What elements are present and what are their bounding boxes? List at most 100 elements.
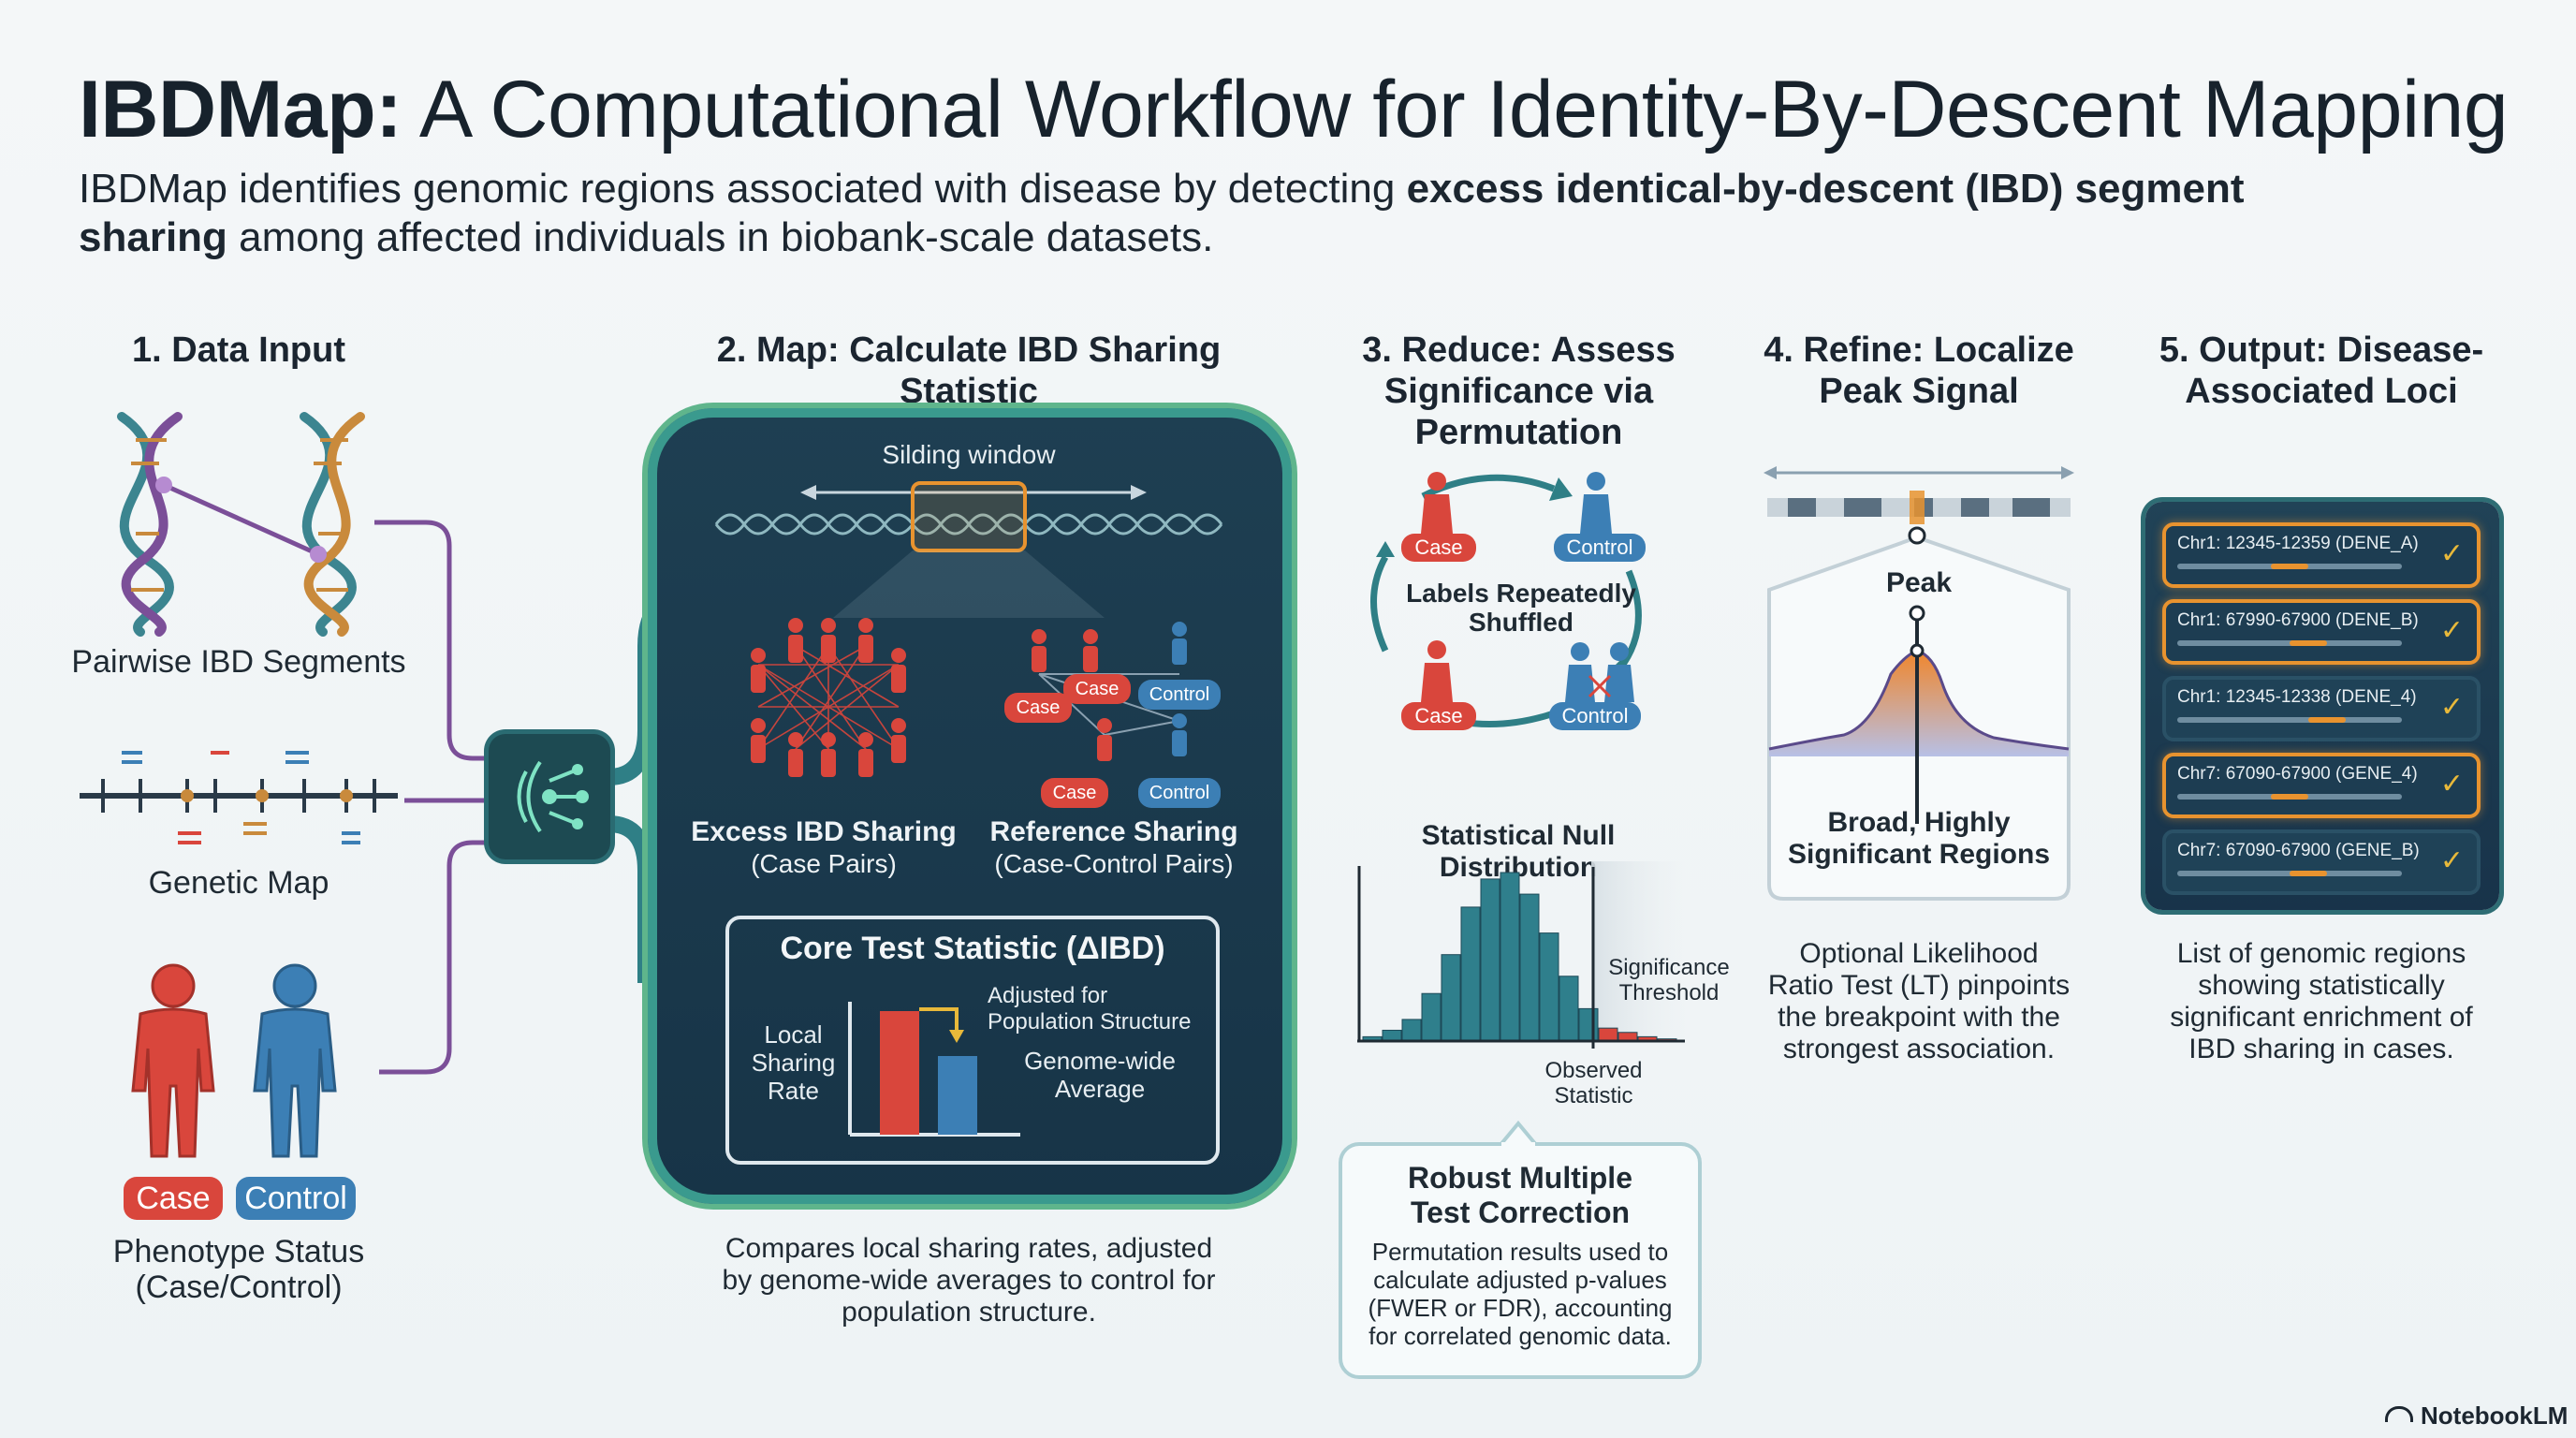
subtitle-post: among affected individuals in biobank-sc…	[227, 214, 1214, 260]
observed-line-1: Observed	[1544, 1058, 1643, 1083]
locus-label: Chr1: 12345-12338 (DENE_4)	[2177, 687, 2417, 707]
stage4-caption-3: the breakpoint with the	[1778, 1002, 2060, 1033]
region-line-2: Significant Regions	[1787, 839, 2051, 870]
stage5-caption-4: IBD sharing in cases.	[2188, 1034, 2454, 1064]
reference-title: Reference Sharing	[989, 816, 1238, 847]
histogram-bar	[1480, 878, 1500, 1042]
stage2-title: 2. Map: Calculate IBD Sharing Statistic	[716, 330, 1222, 411]
control-pill: Control	[236, 1177, 356, 1220]
region-line-1: Broad, Highly	[1827, 807, 2011, 838]
correction-line-3: (FWER or FDR), accounting	[1368, 1294, 1673, 1322]
locus-bar-marker	[2290, 640, 2327, 646]
peak-label: Peak	[1885, 567, 1953, 598]
check-icon: ✓	[2439, 769, 2464, 800]
correction-title-2: Test Correction	[1410, 1196, 1631, 1229]
locus-row: Chr7: 67090-67900 (GENE_B) ✓	[2162, 829, 2481, 895]
check-icon: ✓	[2439, 845, 2464, 876]
stage5-title: 5. Output: Disease-Associated Loci	[2134, 330, 2509, 412]
core-bar-chart	[848, 1002, 1020, 1137]
title-bold: IBDMap:	[79, 65, 402, 154]
ref-control-pill-2: Control	[1138, 778, 1221, 808]
stage3-title-1: 3. Reduce: Assess	[1362, 330, 1676, 370]
case-cluster-icon	[751, 618, 906, 777]
case-pill: Case	[124, 1177, 223, 1220]
dna-helix-icon	[117, 412, 365, 637]
histogram-bar	[1441, 954, 1461, 1042]
phenotype-line-2: (Case/Control)	[135, 1269, 343, 1305]
stage4-title-2: Peak Signal	[1819, 372, 2019, 411]
core-statistic-title: Core Test Statistic (ΔIBD)	[780, 931, 1165, 966]
histogram-bar	[1598, 1027, 1618, 1042]
perm-control-pill-2: Control	[1549, 702, 1641, 730]
threshold-line-2: Threshold	[1618, 980, 1720, 1005]
sliding-window-graphic	[714, 481, 1223, 618]
locus-bar	[2177, 640, 2402, 646]
locus-bar-marker	[2290, 871, 2327, 876]
genetic-map-label: Genetic Map	[148, 865, 329, 901]
correction-line-2: calculate adjusted p-values	[1373, 1266, 1667, 1294]
sliding-window-label: Silding window	[882, 440, 1056, 469]
reference-sharing-label: Reference Sharing(Case-Control Pairs)	[973, 816, 1254, 880]
genome-line-1: Genome-wide	[1024, 1047, 1176, 1075]
stage5-caption-1: List of genomic regions	[2176, 938, 2466, 969]
histogram-bar	[1500, 872, 1520, 1042]
locus-bar	[2177, 564, 2402, 569]
stage4-caption-4: strongest association.	[1782, 1034, 2056, 1064]
locus-label: Chr7: 67090-67900 (GENE_B)	[2177, 841, 2420, 860]
genetic-map-icon	[80, 751, 398, 844]
pairwise-ibd-label: Pairwise IBD Segments	[71, 644, 406, 680]
reference-sub: (Case-Control Pairs)	[994, 849, 1234, 878]
stage2-caption-3: population structure.	[842, 1297, 1096, 1328]
threshold-line-1: Significance	[1608, 955, 1730, 980]
check-icon: ✓	[2439, 615, 2464, 646]
locus-bar-marker	[2271, 564, 2308, 569]
circuit-icon	[517, 760, 589, 833]
adjusted-line-1: Adjusted for	[988, 983, 1108, 1008]
correction-pointer	[1500, 1120, 1537, 1146]
title-rest: A Computational Workflow for Identity-By…	[402, 65, 2509, 154]
local-line-1: Local	[764, 1020, 823, 1049]
peak-localization-graphic	[1764, 466, 2074, 901]
check-icon: ✓	[2439, 538, 2464, 569]
subtitle-bold-2: sharing	[79, 214, 227, 260]
histogram-bar	[1421, 992, 1442, 1042]
subtitle-bold-1: excess identical-by-descent (IBD) segmen…	[1406, 166, 2245, 212]
locus-bar-marker	[2308, 717, 2346, 723]
shuffle-line-2: Shuffled	[1469, 608, 1573, 637]
loci-panel: Chr1: 12345-12359 (DENE_A)✓Chr1: 67990-6…	[2145, 502, 2499, 910]
ref-case-pill-1: Case	[1004, 693, 1072, 723]
locus-bar	[2177, 794, 2402, 800]
locus-bar	[2177, 717, 2402, 723]
excess-sharing-label: Excess IBD Sharing(Case Pairs)	[683, 816, 964, 880]
locus-bar-marker	[2271, 794, 2308, 800]
page-subtitle: IBDMap identifies genomic regions associ…	[79, 165, 2344, 262]
locus-row: Chr7: 67090-67900 (GENE_4)✓	[2162, 753, 2481, 818]
mapreduce-hub	[489, 734, 610, 859]
shuffle-line-1: Labels Repeatedly	[1406, 579, 1636, 608]
histogram-bar	[1401, 1019, 1422, 1042]
core-statistic-box	[725, 916, 1220, 1165]
local-line-3: Rate	[768, 1077, 819, 1105]
histogram-bar	[1539, 932, 1559, 1042]
footer-brand: NotebookLM	[2385, 1401, 2568, 1431]
stage5-caption-3: significant enrichment of	[2170, 1002, 2473, 1033]
correction-line-1: Permutation results used to	[1371, 1238, 1669, 1266]
locus-row: Chr1: 12345-12338 (DENE_4)✓	[2162, 676, 2481, 741]
observed-line-2: Statistic	[1554, 1083, 1633, 1108]
stage5-caption-2: showing statistically	[2198, 970, 2445, 1001]
genome-line-2: Average	[1054, 1075, 1146, 1103]
phenotype-line-1: Phenotype Status	[112, 1234, 365, 1269]
stage1-title: 1. Data Input	[131, 330, 346, 370]
subtitle-pre: IBDMap identifies genomic regions associ…	[79, 166, 1407, 212]
phenotype-people-icon	[131, 963, 337, 1158]
excess-sub: (Case Pairs)	[751, 849, 897, 878]
